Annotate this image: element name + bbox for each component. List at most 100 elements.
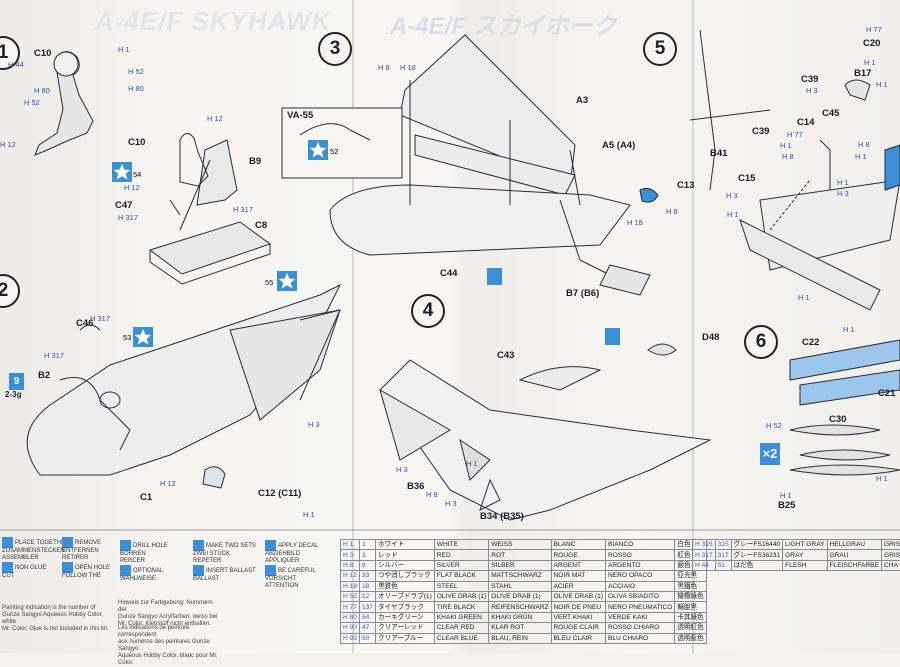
color-chart-cell: KLAR ROT	[489, 623, 551, 633]
color-chart-cell: H 90	[341, 623, 360, 633]
color-callout: H 317	[118, 213, 138, 222]
color-chart-cell: 50	[359, 633, 375, 643]
color-chart-cell: 47	[359, 623, 375, 633]
color-chart-cell: MATTSCHWARZ	[489, 571, 551, 581]
color-callout: H 3	[445, 499, 457, 508]
painting-note-fr: Les indications de peinture corresponden…	[118, 625, 223, 667]
color-callout: H 3	[726, 191, 738, 200]
color-chart-cell: H 80	[341, 612, 360, 622]
color-callout: H 80	[34, 86, 50, 95]
color-chart-cell: クリアーブルー	[375, 633, 434, 643]
color-chart-cell: ACCIAIO	[606, 581, 675, 591]
color-callout: H 1	[855, 152, 867, 161]
part-label: C8	[255, 220, 267, 231]
color-chart-cell: NERO OPACO	[606, 571, 675, 581]
color-callout: H 12	[124, 183, 140, 192]
color-callout: H 1	[843, 325, 855, 334]
part-label: C12 (C11)	[258, 488, 301, 499]
part-label: C15	[738, 173, 755, 184]
color-chart-cell: GRAY	[783, 550, 827, 560]
color-chart-cell: グレーFS16440	[731, 540, 783, 550]
color-chart-cell: BLAU, REIN	[489, 633, 551, 643]
color-callout: H 8	[426, 490, 438, 499]
color-chart-cell: 亞光黑	[675, 571, 706, 581]
color-callout: H 1	[798, 293, 810, 302]
color-chart-cell: VERT KHAKI	[551, 612, 605, 622]
color-chart-cell: ROSSO CHIARO	[606, 623, 675, 633]
color-chart-cell: CLEAR RED	[434, 623, 488, 633]
color-chart-cell: CHA	[881, 560, 900, 570]
part-label: D48	[702, 332, 719, 343]
color-chart-cell: H 44	[693, 560, 716, 570]
color-chart-cell: WHITE	[434, 540, 488, 550]
color-callout: H 44	[8, 60, 24, 69]
color-callout: H 77	[787, 130, 803, 139]
color-chart-cell: H 52	[341, 591, 360, 601]
color-chart-cell: FLAT BLACK	[434, 571, 488, 581]
color-chart-cell: HELLGRAU	[827, 540, 881, 550]
color-chart-cell: 3	[359, 550, 375, 560]
color-chart-cell: ROSSO	[606, 550, 675, 560]
color-chart-cell: 透明紅色	[675, 623, 706, 633]
color-callout: H 1	[727, 210, 739, 219]
part-label: A5 (A4)	[602, 140, 635, 151]
color-chart-cell: 317	[715, 550, 731, 560]
color-callout: H 8	[858, 140, 870, 149]
color-chart-cell: 輪胎黑	[675, 602, 706, 612]
color-chart-cell: 8	[359, 560, 375, 570]
part-label: B17	[854, 68, 871, 79]
color-chart-cell: ACIER	[551, 581, 605, 591]
part-label: C21	[878, 388, 895, 399]
part-label: B9	[249, 156, 261, 167]
color-chart-cell: SILBER	[489, 560, 551, 570]
color-callout: H 1	[303, 510, 315, 519]
color-chart-cell: 黑鐵色	[675, 581, 706, 591]
part-label: A3	[576, 95, 588, 106]
color-chart-cell: TIRE BLACK	[434, 602, 488, 612]
color-chart-cell: 315	[715, 540, 731, 550]
color-chart-cell: OLIVE DRAB (1)	[551, 591, 605, 601]
color-chart-cell: LIGHT GRAY	[783, 540, 827, 550]
color-callout: H 317	[90, 314, 110, 323]
color-chart-cell: SILVER	[434, 560, 488, 570]
decal-number: 54	[133, 170, 141, 179]
decal-icon	[277, 271, 297, 291]
part-label: C13	[677, 180, 694, 191]
part-label: C39	[801, 74, 818, 85]
step-4-number: 4	[411, 294, 445, 328]
color-callout: H 52	[766, 421, 782, 430]
color-callout: H 12	[160, 479, 176, 488]
ballast-icon: 9	[9, 373, 24, 390]
color-callout: H 1	[864, 58, 876, 67]
color-callout: H 3	[837, 189, 849, 198]
part-label: B2	[38, 370, 50, 381]
color-chart-cell: 137	[359, 602, 375, 612]
color-chart-cell: OLIVE DRAB (1)	[489, 591, 551, 601]
color-chart-cell: BLANC	[551, 540, 605, 550]
part-label: C45	[822, 108, 839, 119]
color-chart-cell: 54	[359, 612, 375, 622]
color-chart-cell: GRIS	[881, 550, 900, 560]
color-chart-cell: はだ色	[731, 560, 783, 570]
color-chart-cell: BLEU CLAIR	[551, 633, 605, 643]
paint-icon	[605, 328, 620, 345]
step-6-number: 6	[744, 325, 778, 359]
color-callout: H 12	[0, 140, 16, 149]
color-chart-cell: FLESH	[783, 560, 827, 570]
color-chart-cell: レッド	[375, 550, 434, 560]
color-callout: H 317	[44, 351, 64, 360]
color-chart-cell: ROUGE CLAIR	[551, 623, 605, 633]
color-chart-cell: H 18	[341, 581, 360, 591]
part-label: C10	[34, 48, 51, 59]
